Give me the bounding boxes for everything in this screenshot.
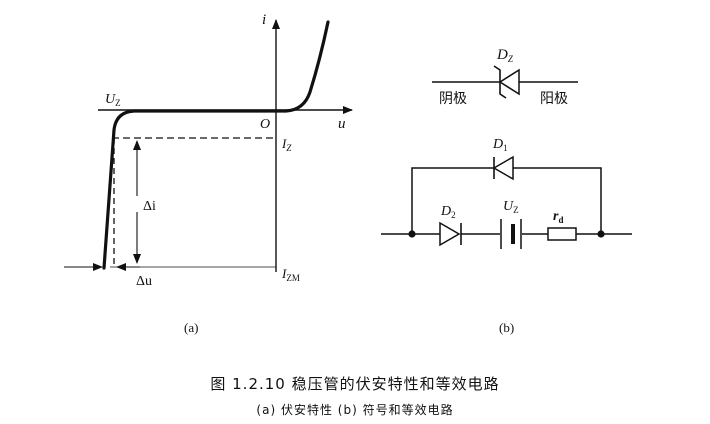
axis-u-label: u (338, 116, 346, 132)
uz-source-label: UZ (503, 199, 519, 215)
delta-u-label: Δu (136, 274, 152, 289)
axis-i-label: i (262, 12, 266, 28)
figure-subcaption: (a) 伏安特性 (b) 符号和等效电路 (256, 403, 454, 417)
anode-label: 阳极 (540, 91, 568, 107)
vi-characteristic-graph: i u O UZ IZ IZM Δi Δu (a) (64, 12, 353, 335)
d1-label: D1 (492, 137, 508, 153)
iz-label: IZ (281, 136, 292, 153)
d2-diode (439, 221, 461, 247)
equivalent-circuit: D1 D2 UZ rd (b) (381, 137, 632, 335)
dz-label: DZ (496, 47, 514, 64)
figure-b-label: (b) (499, 320, 514, 335)
zener-symbol: DZ 阴极 阳极 (432, 47, 578, 107)
zener-diode-symbol (498, 68, 520, 96)
uz-label: UZ (105, 92, 121, 108)
delta-i-label: Δi (143, 199, 156, 214)
rd-label: rd (553, 209, 563, 225)
figure-caption: 图 1.2.10 稳压管的伏安特性和等效电路 (210, 375, 500, 393)
izm-label: IZM (281, 266, 300, 283)
cathode-label: 阴极 (439, 91, 467, 107)
characteristic-curve (102, 20, 330, 270)
d2-label: D2 (440, 204, 456, 220)
junction-dot-right (597, 230, 605, 238)
zener-bar (493, 65, 507, 99)
junction-dot-left (408, 230, 416, 238)
figure-a-label: (a) (184, 320, 198, 335)
rd-resistor (547, 227, 577, 241)
d1-diode (492, 155, 514, 181)
origin-label: O (260, 117, 270, 132)
